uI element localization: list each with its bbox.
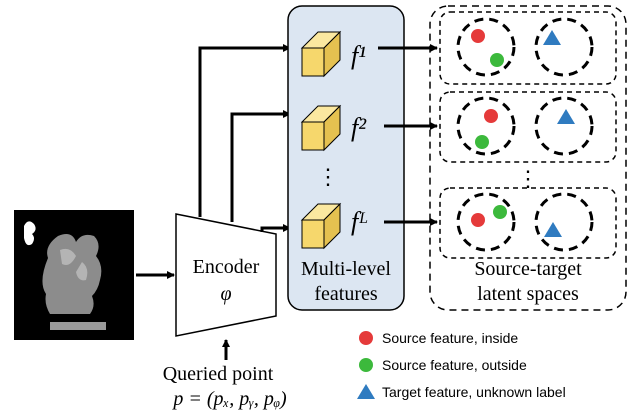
legend-marker-target xyxy=(357,384,375,399)
feature-label-L: fᴸ xyxy=(351,207,369,236)
feature-cube-L xyxy=(300,202,342,250)
feature-cube-2 xyxy=(300,104,342,152)
arrow-encoder-to-fL xyxy=(260,224,291,232)
latent-ellipsis: ⋮ xyxy=(517,166,539,191)
arrow-encoder-to-f1 xyxy=(198,44,291,217)
latent-space-1 xyxy=(439,11,617,85)
feature-label-1: f¹ xyxy=(351,41,366,70)
latent-spaces-panel xyxy=(429,5,627,311)
features-caption-2: features xyxy=(314,283,378,305)
encoder-title: Encoder xyxy=(193,256,260,278)
encoder-block xyxy=(175,213,277,337)
encoder-symbol: φ xyxy=(220,283,231,305)
feature-label-2: f² xyxy=(351,113,367,142)
arrow-encoder-to-f2 xyxy=(230,110,291,222)
query-formula: p = (pₓ, pᵧ, pᵩ) xyxy=(171,388,287,410)
legend-marker-outside xyxy=(359,358,373,372)
feature-cube-1 xyxy=(300,30,342,78)
legend-label-outside: Source feature, outside xyxy=(382,357,527,373)
features-ellipsis: ⋮ xyxy=(317,164,339,189)
latent-caption-1: Source-target xyxy=(474,258,582,280)
latent-space-2 xyxy=(439,91,617,163)
input-image xyxy=(14,210,134,340)
legend-label-inside: Source feature, inside xyxy=(382,330,518,346)
legend: Source feature, inside Source feature, o… xyxy=(357,330,566,400)
latent-space-L xyxy=(439,187,617,259)
legend-marker-inside xyxy=(359,331,373,345)
legend-label-target: Target feature, unknown label xyxy=(382,384,566,400)
latent-caption-2: latent spaces xyxy=(477,283,579,305)
features-caption-1: Multi-level xyxy=(301,258,391,280)
query-label: Queried point xyxy=(163,363,274,385)
